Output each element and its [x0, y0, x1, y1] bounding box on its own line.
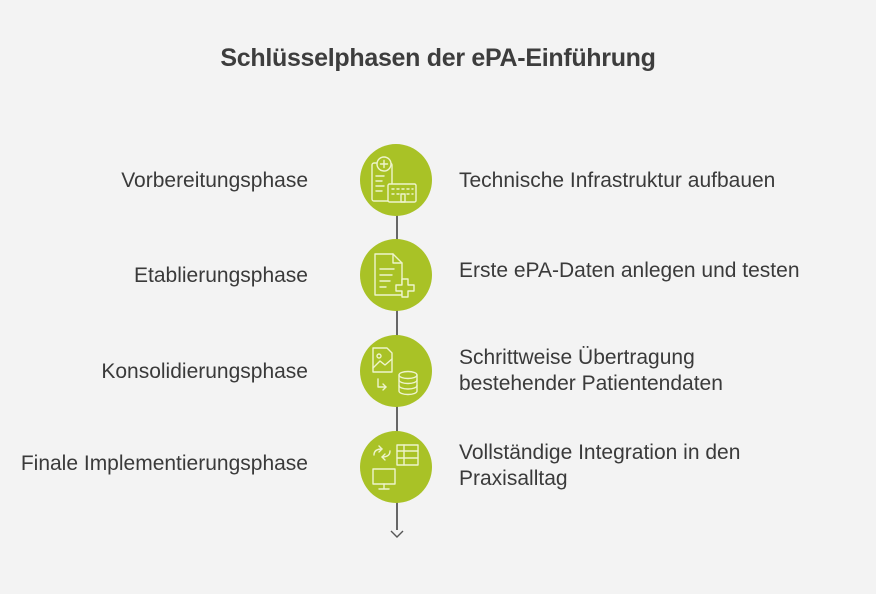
phase-description-4: Vollständige Integration in den Praxisal… — [459, 440, 859, 492]
phase-description-3-line-1: Schrittweise Übertragung — [459, 346, 695, 369]
phase-circle-4 — [360, 431, 432, 503]
image-to-database-icon — [372, 347, 418, 396]
page-title: Schlüsselphasen der ePA-Einführung — [220, 44, 656, 72]
phase-description-2: Erste ePA-Daten anlegen und testen — [459, 259, 800, 282]
phase-label-2: Etablierungsphase — [134, 264, 308, 287]
medical-clipboard-icon — [371, 156, 417, 203]
phase-description-3-line-2: bestehender Patientendaten — [459, 372, 723, 395]
phase-label-4: Finale Implementierungsphase — [20, 452, 308, 475]
document-plus-icon — [374, 253, 415, 298]
phase-description-4-line-1: Vollständige Integration in den — [459, 441, 741, 464]
arrow-down-icon — [390, 530, 404, 538]
phase-label-1: Vorbereitungsphase — [121, 169, 308, 192]
phase-circle-2 — [360, 239, 432, 311]
phase-description-1: Technische Infrastruktur aufbauen — [459, 169, 776, 192]
phase-label-3: Konsolidierungsphase — [101, 360, 308, 383]
monitor-table-sync-icon — [372, 444, 419, 490]
phase-description-3: Schrittweise Übertragung bestehender Pat… — [459, 345, 859, 397]
phase-description-4-line-2: Praxisalltag — [459, 467, 568, 490]
phase-circle-3 — [360, 335, 432, 407]
phase-circle-1 — [360, 144, 432, 216]
